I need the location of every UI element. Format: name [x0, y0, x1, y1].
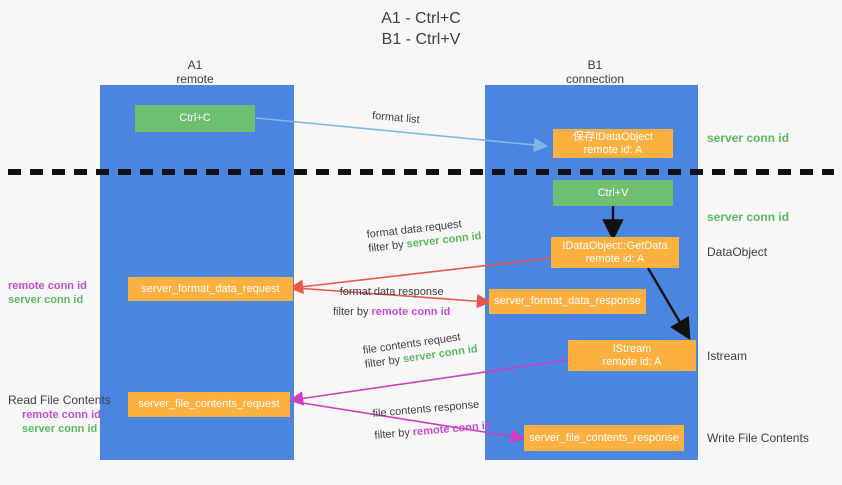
filter-prefix: filter by — [364, 353, 404, 371]
annotation-format-data-response: format data response filter by remote co… — [333, 285, 450, 319]
filter-prefix: filter by — [333, 306, 372, 318]
annotation-format-list: format list — [371, 109, 421, 127]
node-server-file-contents-response[interactable]: server_file_contents_response — [524, 425, 684, 451]
filter-key-remote-conn-id: remote conn id — [412, 419, 492, 439]
annotation-format-data-request: format data request filter by server con… — [366, 215, 482, 256]
label-server-conn-id-2: server conn id — [22, 423, 98, 435]
node-server-file-contents-response-label: server_file_contents_response — [529, 431, 679, 444]
label-server-conn-id-1: server conn id — [8, 294, 84, 306]
node-server-file-contents-request-label: server_file_contents_request — [138, 398, 280, 410]
page-title: A1 - Ctrl+C B1 - Ctrl+V — [0, 8, 842, 50]
node-ctrl-v-label: Ctrl+V — [597, 186, 629, 199]
lane-header-a1: A1 remote — [120, 58, 270, 86]
node-ctrl-c[interactable]: Ctrl+C — [135, 105, 255, 132]
label-istream: Istream — [707, 349, 748, 363]
filter-key-remote-conn-id: remote conn id — [371, 306, 451, 318]
node-save-idataobject-line-1: 保存IDataObject — [572, 130, 654, 143]
node-server-file-contents-request[interactable]: server_file_contents_request — [128, 392, 290, 417]
lane-a1-name: A1 — [187, 58, 203, 72]
label-read-file-contents: Read File Contents — [8, 393, 111, 407]
label-server-conn-id-mid: server conn id — [707, 210, 790, 224]
node-idataobject-getdata-line-1: IDataObject::GetData — [562, 239, 668, 252]
lane-b1-name: B1 — [587, 58, 603, 72]
label-group-file: Read File Contents remote conn id server… — [8, 392, 111, 436]
annotation-format-data-response-title: format data response — [339, 286, 444, 298]
node-server-format-data-response[interactable]: server_format_data_response — [489, 289, 646, 314]
node-idataobject-getdata-line-2: remote id: A — [585, 252, 645, 265]
node-ctrl-c-label: Ctrl+C — [179, 112, 211, 124]
label-write-file-contents: Write File Contents — [707, 431, 809, 445]
label-remote-conn-id-2: remote conn id — [22, 409, 101, 421]
node-ctrl-v[interactable]: Ctrl+V — [553, 180, 673, 206]
label-group-format: remote conn id server conn id — [8, 279, 87, 307]
node-istream-line-2: remote id: A — [602, 355, 662, 368]
node-idataobject-getdata[interactable]: IDataObject::GetData remote id: A — [551, 237, 679, 268]
node-save-idataobject-line-2: remote id: A — [583, 143, 643, 156]
node-server-format-data-response-label: server_format_data_response — [494, 295, 641, 307]
node-istream[interactable]: IStream remote id: A — [568, 340, 696, 371]
annotation-format-data-response-filter: filter by remote conn id — [333, 305, 450, 319]
filter-prefix: filter by — [367, 238, 408, 255]
filter-prefix: filter by — [374, 426, 414, 442]
node-save-idataobject[interactable]: 保存IDataObject remote id: A — [553, 129, 673, 158]
node-istream-line-1: IStream — [612, 342, 652, 355]
annotation-file-contents-response-title: file contents response — [372, 398, 480, 420]
title-line-2: B1 - Ctrl+V — [381, 31, 461, 48]
annotation-file-contents-response-filter: filter by remote conn id — [374, 419, 492, 443]
lane-header-b1: B1 connection — [520, 58, 670, 86]
label-dataobject: DataObject — [707, 245, 768, 259]
title-line-1: A1 - Ctrl+C — [381, 10, 461, 27]
node-server-format-data-request[interactable]: server_format_data_request — [128, 277, 293, 301]
annotation-file-contents-response: file contents response filter by remote … — [372, 397, 492, 443]
label-remote-conn-id-1: remote conn id — [8, 280, 87, 292]
lane-a1-sub: remote — [176, 72, 214, 86]
node-server-format-data-request-label: server_format_data_request — [141, 282, 280, 295]
label-server-conn-id-top: server conn id — [707, 131, 790, 145]
annotation-file-contents-request: file contents request filter by server c… — [362, 328, 479, 372]
lane-b1-sub: connection — [565, 72, 625, 86]
